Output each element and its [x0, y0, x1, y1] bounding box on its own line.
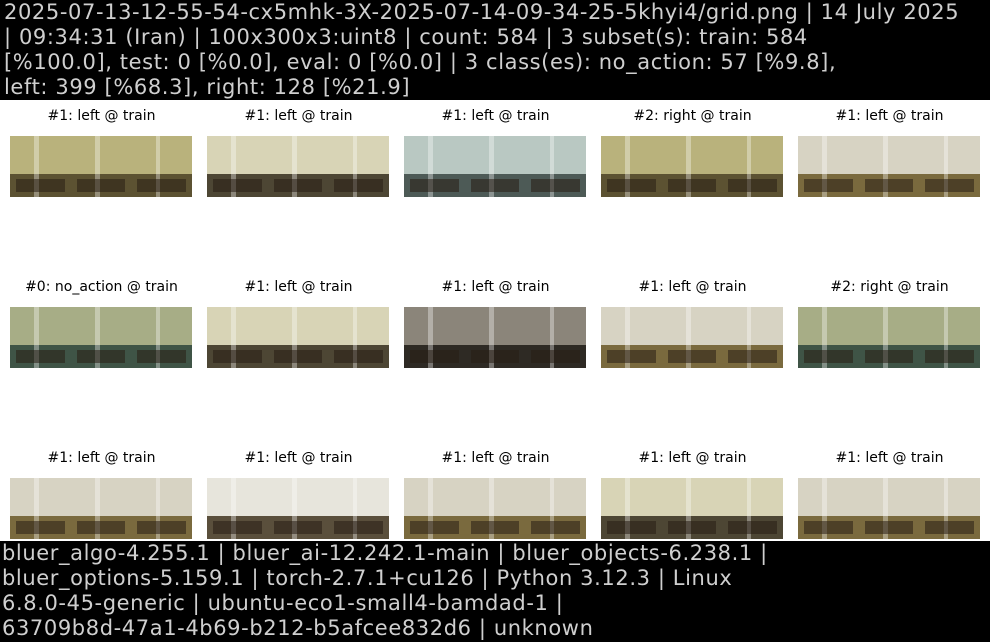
thumbnail-frame: [404, 307, 465, 368]
thumbnail-frame: [601, 136, 662, 197]
cell-thumbnail-image: [404, 478, 586, 539]
thumbnail-frame: [525, 307, 586, 368]
cell-label: #1: left @ train: [441, 108, 550, 124]
thumbnail-frame: [722, 136, 783, 197]
thumbnail-frame: [601, 478, 662, 539]
thumbnail-frame: [267, 136, 329, 197]
header-line: [%100.0], test: 0 [%0.0], eval: 0 [%0.0]…: [4, 50, 837, 74]
cell-label: #0: no_action @ train: [25, 279, 178, 295]
thumbnail-frame: [858, 307, 920, 368]
thumbnail-frame: [207, 478, 268, 539]
cell-thumbnail-image: [10, 307, 192, 368]
thumbnail-frame: [207, 307, 268, 368]
cell-label: #1: left @ train: [835, 108, 944, 124]
thumbnail-frame: [858, 136, 920, 197]
thumbnail-frame: [131, 307, 192, 368]
thumbnail-frame: [661, 478, 723, 539]
thumbnail-frame: [798, 136, 859, 197]
thumbnail-frame: [328, 136, 389, 197]
thumbnail-frame: [328, 478, 389, 539]
cell-label: #1: left @ train: [47, 108, 156, 124]
thumbnail-frame: [207, 136, 268, 197]
image-grid: #1: left @ train #1: left @ train #1: left…: [0, 100, 990, 541]
header-line: 2025-07-13-12-55-54-cx5mhk-3X-2025-07-14…: [4, 0, 960, 24]
cell-thumbnail-image: [207, 307, 389, 368]
thumbnail-frame: [328, 307, 389, 368]
cell-thumbnail-image: [207, 136, 389, 197]
thumbnail-frame: [919, 478, 980, 539]
thumbnail-frame: [722, 307, 783, 368]
cell-thumbnail-image: [10, 478, 192, 539]
thumbnail-frame: [858, 478, 920, 539]
cell-label: #2: right @ train: [830, 279, 949, 295]
thumbnail-frame: [601, 307, 662, 368]
thumbnail-frame: [10, 478, 71, 539]
thumbnail-frame: [525, 136, 586, 197]
thumbnail-frame: [722, 478, 783, 539]
footer-info: bluer_algo-4.255.1 | bluer_ai-12.242.1-m…: [0, 541, 990, 642]
thumbnail-frame: [919, 136, 980, 197]
cell-thumbnail-image: [798, 478, 980, 539]
footer-line: bluer_options-5.159.1 | torch-2.7.1+cu12…: [2, 566, 733, 590]
thumbnail-frame: [404, 478, 465, 539]
cell-thumbnail-image: [10, 136, 192, 197]
thumbnail-frame: [10, 136, 71, 197]
cell-thumbnail-image: [601, 136, 783, 197]
cell-label: #1: left @ train: [441, 450, 550, 466]
header-line: left: 399 [%68.3], right: 128 [%21.9]: [4, 75, 411, 99]
footer-line: bluer_algo-4.255.1 | bluer_ai-12.242.1-m…: [2, 541, 768, 565]
cell-label: #1: left @ train: [47, 450, 156, 466]
thumbnail-frame: [70, 478, 132, 539]
thumbnail-frame: [661, 136, 723, 197]
thumbnail-frame: [464, 307, 526, 368]
footer-line: 63709b8d-47a1-4b69-b212-b5afcee832d6 | u…: [2, 616, 594, 640]
thumbnail-frame: [404, 136, 465, 197]
thumbnail-frame: [267, 307, 329, 368]
header-info: 2025-07-13-12-55-54-cx5mhk-3X-2025-07-14…: [0, 0, 990, 100]
thumbnail-frame: [919, 307, 980, 368]
cell-label: #1: left @ train: [441, 279, 550, 295]
thumbnail-frame: [661, 307, 723, 368]
cell-thumbnail-image: [601, 478, 783, 539]
cell-thumbnail-image: [404, 136, 586, 197]
cell-label: #1: left @ train: [244, 108, 353, 124]
thumbnail-frame: [131, 136, 192, 197]
thumbnail-frame: [10, 307, 71, 368]
cell-thumbnail-image: [601, 307, 783, 368]
cell-thumbnail-image: [404, 307, 586, 368]
header-line: | 09:34:31 (Iran) | 100x300x3:uint8 | co…: [4, 25, 808, 49]
cell-label: #1: left @ train: [835, 450, 944, 466]
thumbnail-frame: [798, 478, 859, 539]
thumbnail-frame: [131, 478, 192, 539]
cell-label: #1: left @ train: [244, 279, 353, 295]
cell-label: #1: left @ train: [638, 450, 747, 466]
thumbnail-frame: [267, 478, 329, 539]
cell-label: #1: left @ train: [638, 279, 747, 295]
thumbnail-frame: [525, 478, 586, 539]
thumbnail-frame: [798, 307, 859, 368]
cell-thumbnail-image: [798, 307, 980, 368]
cell-thumbnail-image: [798, 136, 980, 197]
thumbnail-frame: [464, 136, 526, 197]
cell-thumbnail-image: [207, 478, 389, 539]
thumbnail-frame: [464, 478, 526, 539]
footer-line: 6.8.0-45-generic | ubuntu-eco1-small4-ba…: [2, 591, 564, 615]
thumbnail-frame: [70, 136, 132, 197]
thumbnail-frame: [70, 307, 132, 368]
cell-label: #2: right @ train: [633, 108, 752, 124]
cell-label: #1: left @ train: [244, 450, 353, 466]
